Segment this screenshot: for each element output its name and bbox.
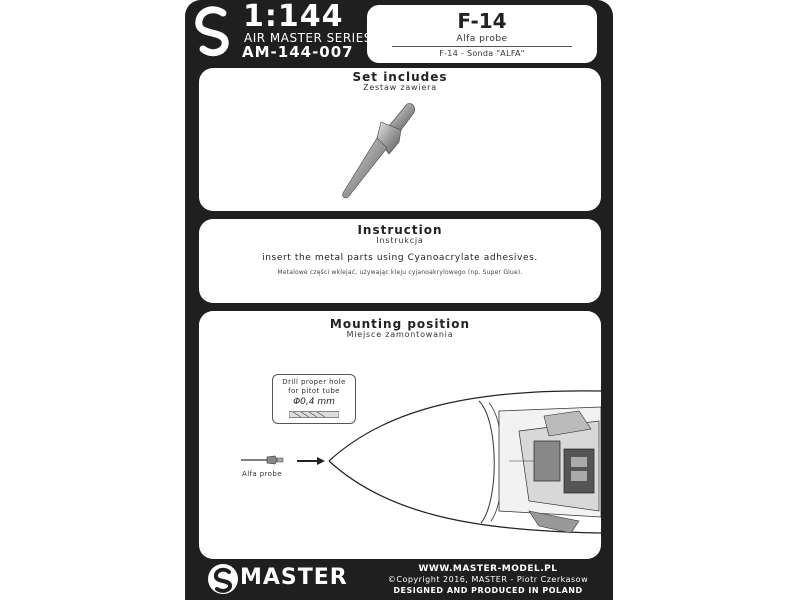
drill-instruction-box: Drill proper hole for pitot tube Φ0,4 mm: [272, 374, 356, 424]
title-divider: [392, 46, 572, 47]
product-name-pl: F-14 - Sonda "ALFA": [439, 49, 525, 58]
instruction-panel: Instruction Instrukcja insert the metal …: [199, 219, 601, 303]
product-name: Alfa probe: [456, 34, 508, 44]
aircraft-nose-drawing-icon: [297, 390, 601, 534]
set-includes-panel: Set includes Zestaw zawiera: [199, 68, 601, 211]
series-label: AIR MASTER SERIES: [244, 31, 372, 45]
mounting-position-panel: Mounting position Miejsce zamontowania D…: [199, 311, 601, 559]
mounting-heading: Mounting position: [329, 317, 471, 331]
designed-text: DESIGNED AND PRODUCED IN POLAND: [393, 586, 583, 595]
scale-label: 1:144: [243, 0, 344, 34]
title-panel: F-14 Alfa probe F-14 - Sonda "ALFA": [367, 5, 597, 63]
drill-text-line2: for pitot tube: [288, 387, 340, 395]
copyright-text: ©Copyright 2016, MASTER - Piotr Czerkaso…: [387, 575, 589, 584]
product-code: AM-144-007: [242, 43, 354, 61]
website-link[interactable]: WWW.MASTER-MODEL.PL: [418, 564, 558, 574]
alfa-probe-small-icon: [241, 455, 284, 465]
instruction-subheading: Instrukcja: [376, 236, 424, 245]
master-logo-icon: [208, 564, 238, 594]
model-title: F-14: [457, 9, 507, 33]
alfa-probe-label: Alfa probe: [242, 470, 282, 478]
alfa-probe-part-icon: [342, 103, 415, 199]
brand-name: MASTER: [240, 565, 348, 590]
drill-text-line1: Drill proper hole: [282, 378, 346, 386]
drill-diameter: Φ0,4 mm: [293, 397, 335, 407]
set-includes-heading: Set includes: [352, 70, 448, 84]
master-s-logo-icon: [195, 6, 229, 57]
drill-bit-icon: [289, 411, 339, 418]
instruction-text-en: insert the metal parts using Cyanoacryla…: [262, 253, 538, 263]
instruction-text-pl: Metalowe części wklejać, używając kleju …: [277, 269, 523, 276]
instruction-heading: Instruction: [357, 223, 443, 237]
mounting-subheading: Miejsce zamontowania: [346, 330, 454, 339]
set-includes-subheading: Zestaw zawiera: [363, 83, 437, 92]
